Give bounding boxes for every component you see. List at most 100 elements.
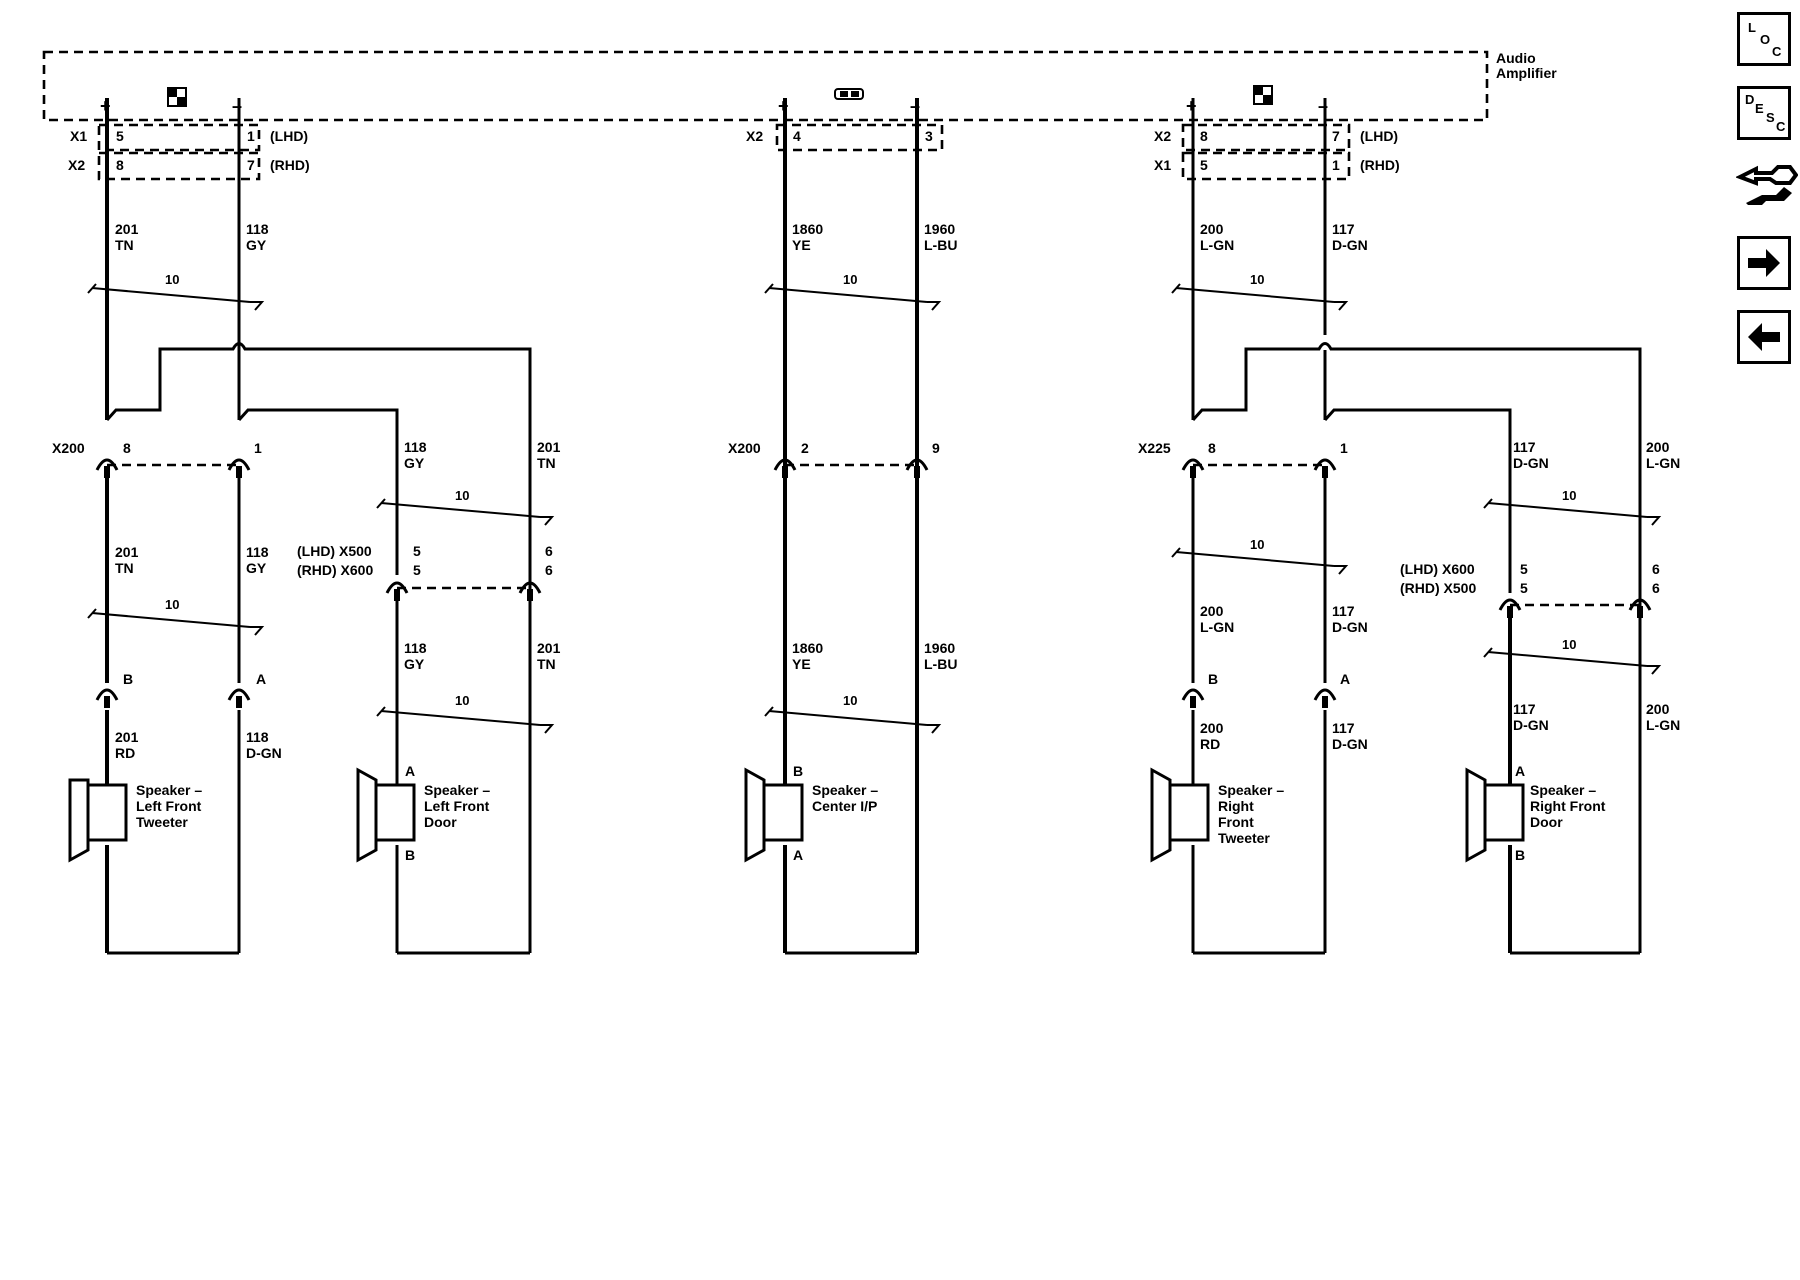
inline-connector-label: X200 (728, 440, 761, 456)
center-channel-icon (834, 88, 864, 100)
inline-connector-pin: 8 (123, 440, 131, 456)
speaker-label-left-tweeter: Speaker – Left Front Tweeter (136, 782, 206, 830)
wire-circuit: 201 (537, 439, 561, 455)
harness-size-label: 10 (165, 597, 179, 612)
inline-connector-pin: 5 (413, 562, 421, 578)
connector-label: X2 (1154, 128, 1171, 144)
harness-size-label: 10 (165, 272, 179, 287)
inline-connector-pin: 5 (413, 543, 421, 559)
speaker-pin: B (793, 763, 803, 779)
wire-color: RD (1200, 736, 1220, 752)
inline-connector-pin: 5 (1520, 561, 1528, 577)
wire-color: D-GN (1513, 455, 1549, 471)
harness-size-label: 10 (1562, 488, 1576, 503)
minus-marker: – (1318, 96, 1328, 116)
connector-box (1181, 123, 1351, 152)
door-connector-rhd: (RHD) X500 (1400, 580, 1476, 596)
wire-circuit: 200 (1200, 221, 1224, 237)
wire-color: L-BU (924, 237, 957, 253)
wire-circuit: 201 (115, 221, 139, 237)
speaker-icon (744, 767, 804, 863)
connector-pin: 3 (925, 128, 933, 144)
speaker-pin: B (1515, 847, 1525, 863)
speaker-pin: A (793, 847, 803, 863)
wire-circuit: 201 (115, 729, 139, 745)
connector-pin: 8 (116, 157, 124, 173)
harness-size-label: 10 (843, 272, 857, 287)
speaker-pin: B (405, 847, 415, 863)
amplifier-name-line1: Audio (1496, 50, 1536, 66)
inline-connector-pin: 9 (932, 440, 940, 456)
connector-box (775, 123, 944, 152)
wire-circuit: 118 (246, 729, 269, 745)
wire-circuit: 117 (1513, 701, 1536, 717)
speaker-pin: B (1208, 671, 1218, 687)
wire-color: D-GN (1332, 736, 1368, 752)
wire-circuit: 117 (1332, 221, 1355, 237)
harness-size-label: 10 (455, 488, 469, 503)
wire-circuit: 118 (404, 439, 427, 455)
harness-size-label: 10 (1250, 537, 1264, 552)
wire-color: YE (792, 237, 811, 253)
door-connector-lhd: (LHD) X500 (297, 543, 372, 559)
speaker-label-center: Speaker – Center I/P (812, 782, 882, 814)
speaker-pin: A (1515, 763, 1525, 779)
inline-connector-pin: 6 (1652, 580, 1660, 596)
loc-letter: O (1760, 32, 1771, 47)
wire-color: L-BU (924, 656, 957, 672)
harness-size-label: 10 (1562, 637, 1576, 652)
wire-circuit: 118 (404, 640, 427, 656)
inline-connectors (95, 458, 1652, 708)
speaker-icon (1465, 767, 1525, 863)
wire-color: D-GN (246, 745, 282, 761)
inline-connector-pin: 6 (545, 543, 553, 559)
left-front-circuit (105, 98, 532, 955)
wire-color: TN (537, 455, 556, 471)
description-button[interactable]: D E S C (1737, 86, 1791, 140)
desc-letter: S (1766, 110, 1775, 125)
connector-pin: 7 (1332, 128, 1340, 144)
minus-marker: – (232, 96, 242, 116)
inline-connector-pin: 1 (1340, 440, 1348, 456)
wire-color: L-GN (1200, 619, 1234, 635)
wire-circuit: 118 (246, 544, 269, 560)
door-connector-rhd: (RHD) X600 (297, 562, 373, 578)
connector-pin: 1 (1332, 157, 1340, 173)
speaker-pin: A (1340, 671, 1350, 687)
right-front-circuit (1191, 98, 1642, 955)
wire-color: TN (115, 237, 134, 253)
wire-circuit: 1960 (924, 221, 955, 237)
inline-connector-label: X225 (1138, 440, 1171, 456)
audio-amplifier-box (42, 50, 1489, 122)
connector-label: X1 (70, 128, 87, 144)
amplifier-name-line2: Amplifier (1496, 65, 1557, 81)
connector-label: X2 (746, 128, 763, 144)
previous-arrow-icon (1748, 323, 1780, 351)
speaker-label-right-door: Speaker – Right Front Door (1530, 782, 1609, 830)
wire-circuit: 117 (1332, 720, 1355, 736)
wire-circuit: 1860 (792, 221, 823, 237)
wire-color: TN (115, 560, 134, 576)
wire-circuit: 117 (1332, 603, 1355, 619)
connector-label: X2 (68, 157, 85, 173)
speaker-pin: A (405, 763, 415, 779)
wire-circuit: 201 (115, 544, 139, 560)
desc-letter: E (1755, 101, 1764, 116)
wire-circuit: 200 (1200, 603, 1224, 619)
connector-pin: 5 (116, 128, 124, 144)
next-arrow-button[interactable] (1737, 236, 1791, 290)
inline-connector-pin: 1 (254, 440, 262, 456)
wire-circuit: 201 (537, 640, 561, 656)
connector-icon[interactable] (1735, 155, 1799, 217)
speaker-pin: A (256, 671, 266, 687)
loc-letter: C (1772, 44, 1782, 59)
wire-circuit: 117 (1513, 439, 1536, 455)
location-button[interactable]: L O C (1737, 12, 1791, 66)
speaker-label-left-door: Speaker – Left Front Door (424, 782, 494, 830)
wire-circuit: 118 (246, 221, 269, 237)
previous-arrow-button[interactable] (1737, 310, 1791, 364)
wire-circuit: 200 (1646, 439, 1670, 455)
twisted-pair-markers (87, 283, 1662, 734)
wire-color: GY (246, 237, 267, 253)
